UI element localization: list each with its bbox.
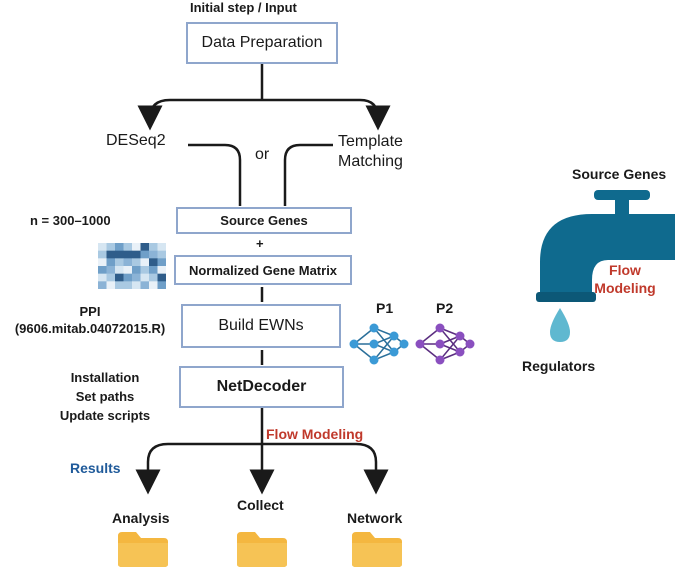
heatmap-cell <box>98 250 107 259</box>
heatmap-cell <box>123 266 133 274</box>
source-genes-label: Source Genes <box>220 213 308 228</box>
heatmap-cell <box>149 281 158 289</box>
ppi-line2: (9606.mitab.04072015.R) <box>14 321 166 336</box>
build-ewns-label: Build EWNs <box>218 317 304 334</box>
heatmap-cell <box>106 281 116 289</box>
deseq-connector <box>188 143 242 206</box>
heatmap-cell <box>157 266 166 274</box>
heatmap-cell <box>115 273 124 282</box>
heatmap-cell <box>132 243 141 251</box>
heatmap-cell <box>157 250 166 259</box>
install-line2: Set paths <box>75 389 135 404</box>
prep-split-line <box>150 64 264 118</box>
heatmap-cell <box>140 281 150 289</box>
heatmap-cell <box>132 266 141 274</box>
heatmap-cell <box>115 243 124 251</box>
collect-folder-icon[interactable] <box>235 530 289 568</box>
faucet-flow-line2: Modeling <box>594 280 656 296</box>
template-matching-label: Template Matching <box>338 132 403 172</box>
install-line3: Update scripts <box>59 408 151 423</box>
heatmap-cell <box>157 273 166 282</box>
normalized-gene-matrix-label: Normalized Gene Matrix <box>188 262 338 278</box>
output-collect-label: Collect <box>237 497 284 513</box>
netdecoder-left-line <box>135 442 262 495</box>
source-genes-box[interactable]: Source Genes <box>176 207 352 234</box>
initial-step-label: Initial step / Input <box>190 0 297 15</box>
heatmap-cell <box>98 258 107 267</box>
p1-label: P1 <box>376 300 394 316</box>
heatmap-icon <box>98 243 166 289</box>
heatmap-cell <box>157 258 166 267</box>
faucet-source-genes-label: Source Genes <box>572 166 667 182</box>
ppi-label: PPI (9606.mitab.04072015.R) <box>0 303 180 337</box>
faucet-flow-modeling-label: Flow Modeling <box>590 261 660 297</box>
or-label: or <box>255 146 270 163</box>
heatmap-cell <box>140 266 150 274</box>
data-preparation-label: Data Preparation <box>201 34 323 51</box>
heatmap-cell <box>132 281 141 289</box>
heatmap-cell <box>157 243 166 251</box>
netdecoder-right-line <box>262 442 389 495</box>
network-folder-icon[interactable] <box>350 530 404 568</box>
heatmap-cell <box>98 273 107 282</box>
netdecoder-box[interactable]: NetDecoder <box>179 366 344 408</box>
heatmap-cell <box>115 281 124 289</box>
heatmap-cell <box>98 266 107 274</box>
heatmap-cell <box>140 258 150 267</box>
prep-split-line-right <box>262 98 391 131</box>
heatmap-cell <box>149 273 158 282</box>
output-analysis-label: Analysis <box>112 510 170 526</box>
heatmap-cell <box>149 258 158 267</box>
heatmap-cell <box>98 281 107 289</box>
heatmap-cell <box>123 258 133 267</box>
heatmap-cell <box>140 243 150 251</box>
results-label: Results <box>70 460 121 476</box>
heatmap-cell <box>115 266 124 274</box>
flow-modeling-label: Flow Modeling <box>266 426 364 442</box>
heatmap-cell <box>157 281 166 289</box>
network-p2-icon <box>415 323 475 365</box>
heatmap-cell <box>106 258 116 267</box>
heatmap-cell <box>149 250 158 259</box>
ppi-line1: PPI <box>79 304 101 319</box>
heatmap-cell <box>106 273 116 282</box>
build-ewns-box[interactable]: Build EWNs <box>181 304 341 348</box>
output-network-label: Network <box>347 510 403 526</box>
heatmap-cell <box>123 273 133 282</box>
p2-label: P2 <box>436 300 454 316</box>
heatmap-cell <box>106 266 116 274</box>
heatmap-cell <box>132 250 141 259</box>
analysis-folder-icon[interactable] <box>116 530 170 568</box>
heatmap-cell <box>123 243 133 251</box>
heatmap-cell <box>123 281 133 289</box>
installation-notes: Installation Set paths Update scripts <box>40 368 170 425</box>
network-p1-icon <box>349 323 409 365</box>
heatmap-cell <box>123 250 133 259</box>
deseq2-label: DESeq2 <box>106 132 166 149</box>
heatmap-cell <box>149 266 158 274</box>
plus-label: + <box>256 236 264 251</box>
heatmap-cell <box>140 273 150 282</box>
heatmap-cell <box>132 273 141 282</box>
heatmap-cell <box>115 258 124 267</box>
faucet-regulators-label: Regulators <box>522 358 596 374</box>
n-range-label: n = 300–1000 <box>30 213 111 228</box>
heatmap-cell <box>106 243 116 251</box>
template-line1: Template <box>338 133 403 150</box>
template-line2: Matching <box>338 153 403 170</box>
heatmap-cell <box>132 258 141 267</box>
normalized-gene-matrix-box[interactable]: Normalized Gene Matrix <box>174 255 352 285</box>
netdecoder-label: NetDecoder <box>216 378 307 395</box>
faucet-flow-line1: Flow <box>609 262 641 278</box>
install-line1: Installation <box>70 370 140 385</box>
heatmap-cell <box>115 250 124 259</box>
heatmap-cell <box>149 243 158 251</box>
template-connector <box>283 143 333 206</box>
faucet-icon <box>536 190 675 342</box>
heatmap-cell <box>140 250 150 259</box>
heatmap-cell <box>98 243 107 251</box>
heatmap-cell <box>106 250 116 259</box>
data-preparation-box[interactable]: Data Preparation <box>186 22 338 64</box>
